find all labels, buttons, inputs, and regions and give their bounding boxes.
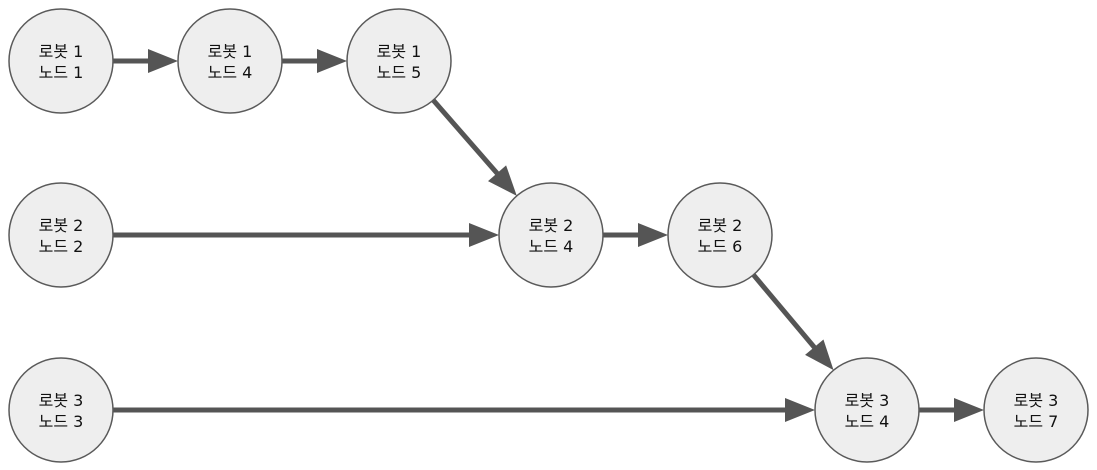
node-r2n4: 로봇 2 노드 4 bbox=[498, 182, 604, 288]
node-r2n2: 로봇 2 노드 2 bbox=[8, 182, 114, 288]
node-id-label: 노드 2 bbox=[39, 237, 84, 256]
node-r1n4: 로봇 1 노드 4 bbox=[177, 8, 283, 114]
node-r3n7: 로봇 3 노드 7 bbox=[983, 357, 1089, 463]
node-r3n3: 로봇 3 노드 3 bbox=[8, 357, 114, 463]
edge-r3n3-to-r3n4 bbox=[113, 398, 815, 422]
node-r1n1: 로봇 1 노드 1 bbox=[8, 8, 114, 114]
edge-r3n4-to-r3n7 bbox=[919, 398, 984, 422]
node-circle bbox=[814, 357, 920, 463]
node-robot-label: 로봇 3 bbox=[845, 391, 890, 410]
edge-r1n1-to-r1n4 bbox=[113, 49, 178, 73]
node-robot-label: 로봇 3 bbox=[1014, 391, 1059, 410]
edge-line bbox=[431, 98, 501, 177]
node-id-label: 노드 1 bbox=[39, 63, 84, 82]
node-circle bbox=[983, 357, 1089, 463]
node-r2n6: 로봇 2 노드 6 bbox=[667, 182, 773, 288]
node-circle bbox=[667, 182, 773, 288]
node-r1n5: 로봇 1 노드 5 bbox=[346, 8, 452, 114]
node-id-label: 노드 4 bbox=[529, 237, 574, 256]
nodes-layer: 로봇 1 노드 1 로봇 1 노드 4 로봇 1 노드 5 로봇 2 노드 2 로봇 2 노드 4… bbox=[8, 8, 1089, 463]
node-robot-label: 로봇 1 bbox=[39, 42, 84, 61]
edge-r2n2-to-r2n4 bbox=[113, 223, 499, 247]
node-robot-label: 로봇 1 bbox=[377, 42, 422, 61]
arrowhead bbox=[148, 49, 178, 73]
arrowhead bbox=[488, 165, 517, 196]
node-circle bbox=[8, 182, 114, 288]
node-id-label: 노드 6 bbox=[698, 237, 743, 256]
node-id-label: 노드 3 bbox=[39, 412, 84, 431]
node-robot-label: 로봇 2 bbox=[529, 216, 574, 235]
edges-layer bbox=[113, 49, 984, 422]
arrowhead bbox=[317, 49, 347, 73]
edge-r1n5-to-r2n4 bbox=[431, 98, 517, 196]
node-r3n4: 로봇 3 노드 4 bbox=[814, 357, 920, 463]
arrowhead bbox=[805, 339, 834, 371]
node-robot-label: 로봇 2 bbox=[39, 216, 84, 235]
edge-r2n4-to-r2n6 bbox=[603, 223, 668, 247]
edge-line bbox=[751, 273, 818, 351]
edge-r2n6-to-r3n4 bbox=[751, 273, 834, 371]
node-circle bbox=[8, 357, 114, 463]
node-circle bbox=[177, 8, 283, 114]
node-robot-label: 로봇 3 bbox=[39, 391, 84, 410]
node-robot-label: 로봇 1 bbox=[208, 42, 253, 61]
node-id-label: 노드 7 bbox=[1014, 412, 1059, 431]
arrowhead bbox=[469, 223, 499, 247]
arrowhead bbox=[638, 223, 668, 247]
node-id-label: 노드 5 bbox=[377, 63, 422, 82]
node-circle bbox=[346, 8, 452, 114]
arrowhead bbox=[954, 398, 984, 422]
arrowhead bbox=[785, 398, 815, 422]
node-circle bbox=[8, 8, 114, 114]
node-id-label: 노드 4 bbox=[845, 412, 890, 431]
node-robot-label: 로봇 2 bbox=[698, 216, 743, 235]
node-id-label: 노드 4 bbox=[208, 63, 253, 82]
node-circle bbox=[498, 182, 604, 288]
edge-r1n4-to-r1n5 bbox=[282, 49, 347, 73]
